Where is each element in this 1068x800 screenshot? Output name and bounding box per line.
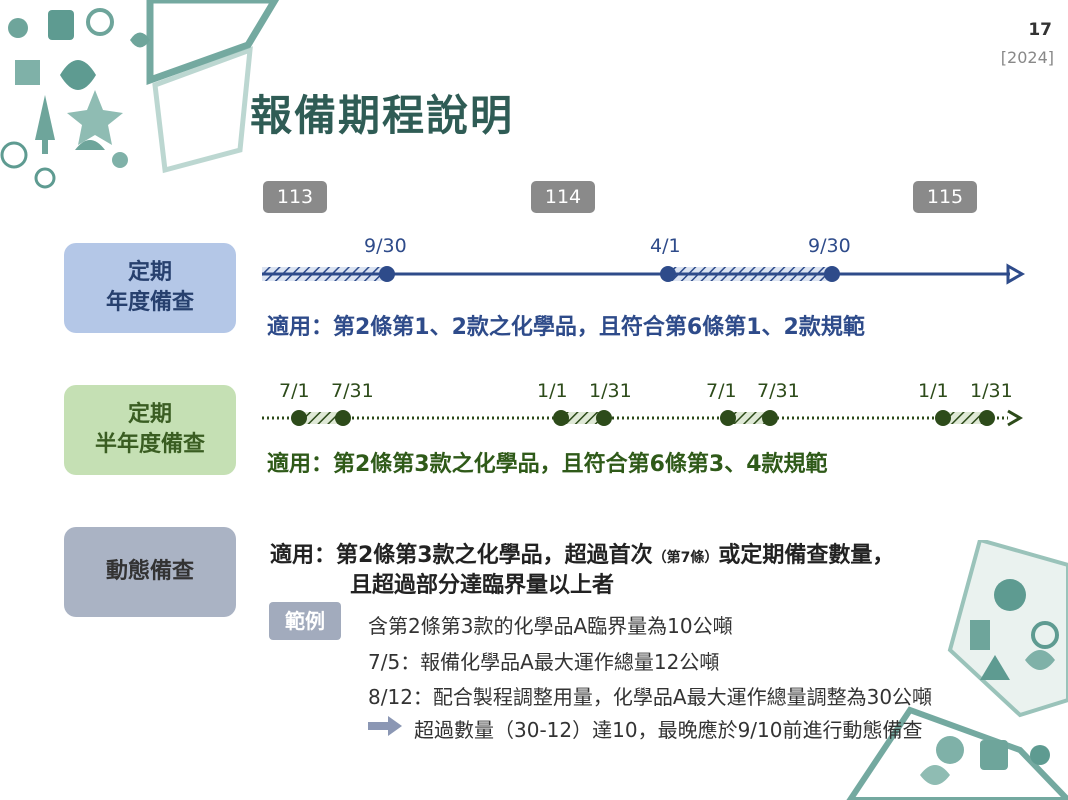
- semiannual-date-1: 7/1: [279, 380, 310, 402]
- semiannual-dot-1-1-b: [935, 410, 951, 426]
- arrow-right-icon: [368, 716, 402, 736]
- semiannual-date-4: 1/31: [589, 380, 632, 402]
- eco-decoration-bottom-right-icon: [846, 540, 1068, 800]
- semiannual-dot-7-1-b: [720, 410, 736, 426]
- annual-dot-9-30-b: [824, 266, 840, 282]
- eco-decoration-top-left-icon: [0, 0, 280, 189]
- dynamic-applicability-line2: 且超過部分達臨界量以上者: [350, 573, 615, 598]
- example-line-1: 含第2條第3款的化學品A臨界量為10公噸: [368, 614, 733, 638]
- annual-dot-4-1: [660, 266, 676, 282]
- annual-label-line2: 年度備查: [105, 290, 194, 315]
- semiannual-date-7: 1/1: [918, 380, 949, 402]
- semiannual-date-2: 7/31: [331, 380, 374, 402]
- dynamic-apply-note: （第7條）: [652, 550, 719, 566]
- annual-applicability: 適用：第2條第1、2款之化學品，且符合第6條第1、2款規範: [267, 315, 865, 340]
- annual-timeline: [262, 263, 1026, 285]
- annual-label-line1: 定期: [127, 260, 172, 286]
- annual-timeline-arrowhead: [1006, 263, 1026, 285]
- year-badge-114: 114: [531, 181, 595, 213]
- year-tag: [2024]: [1000, 48, 1054, 67]
- example-line-3: 8/12：配合製程調整用量，化學品A最大運作總量調整為30公噸: [368, 685, 933, 709]
- year-badge-115: 115: [913, 181, 977, 213]
- semiannual-dot-7-31-b: [762, 410, 778, 426]
- semiannual-period-bar-3: [728, 412, 770, 424]
- page-number: 17: [1028, 20, 1052, 40]
- annual-date-2: 4/1: [650, 235, 681, 257]
- semiannual-dot-1-1: [553, 410, 569, 426]
- dynamic-apply-part1: 適用：第2條第3款之化學品，超過首次: [270, 543, 653, 568]
- page-title: 報備期程說明: [250, 91, 515, 140]
- semiannual-timeline: [262, 409, 1023, 427]
- annual-date-1: 9/30: [364, 235, 407, 257]
- example-conclusion: 超過數量（30-12）達10，最晚應於9/10前進行動態備查: [414, 718, 923, 742]
- dynamic-label-text: 動態備查: [105, 559, 194, 585]
- semiannual-dot-7-31: [335, 410, 351, 426]
- annual-report-label: 定期 年度備查: [64, 243, 236, 333]
- semiannual-report-label: 定期 半年度備查: [64, 385, 236, 475]
- year-badge-113: 113: [263, 181, 327, 213]
- semiannual-period-bar-1: [299, 412, 343, 424]
- annual-date-3: 9/30: [808, 235, 851, 257]
- semiannual-date-5: 7/1: [706, 380, 737, 402]
- semiannual-dot-1-31: [596, 410, 612, 426]
- example-tag: 範例: [269, 602, 341, 640]
- semiannual-date-3: 1/1: [537, 380, 568, 402]
- semiannual-applicability: 適用：第2條第3款之化學品，且符合第6條第3、4款規範: [267, 452, 828, 477]
- semiannual-dot-7-1: [291, 410, 307, 426]
- semiannual-timeline-arrowhead: [1007, 409, 1023, 427]
- annual-dot-9-30: [379, 266, 395, 282]
- dynamic-apply-part2: 或定期備查數量，: [718, 543, 895, 568]
- semiannual-date-8: 1/31: [970, 380, 1013, 402]
- semiannual-dot-1-31-b: [979, 410, 995, 426]
- semiannual-period-bar-2: [561, 412, 604, 424]
- dynamic-report-label: 動態備查: [64, 527, 236, 617]
- semiannual-label-line2: 半年度備查: [94, 432, 205, 457]
- dynamic-applicability: 適用：第2條第3款之化學品，超過首次（第7條）或定期備查數量，: [270, 537, 894, 569]
- semiannual-period-bar-4: [943, 412, 987, 424]
- semiannual-date-6: 7/31: [757, 380, 800, 402]
- semiannual-label-line1: 定期: [127, 402, 172, 428]
- example-line-2: 7/5：報備化學品A最大運作總量12公噸: [368, 650, 720, 674]
